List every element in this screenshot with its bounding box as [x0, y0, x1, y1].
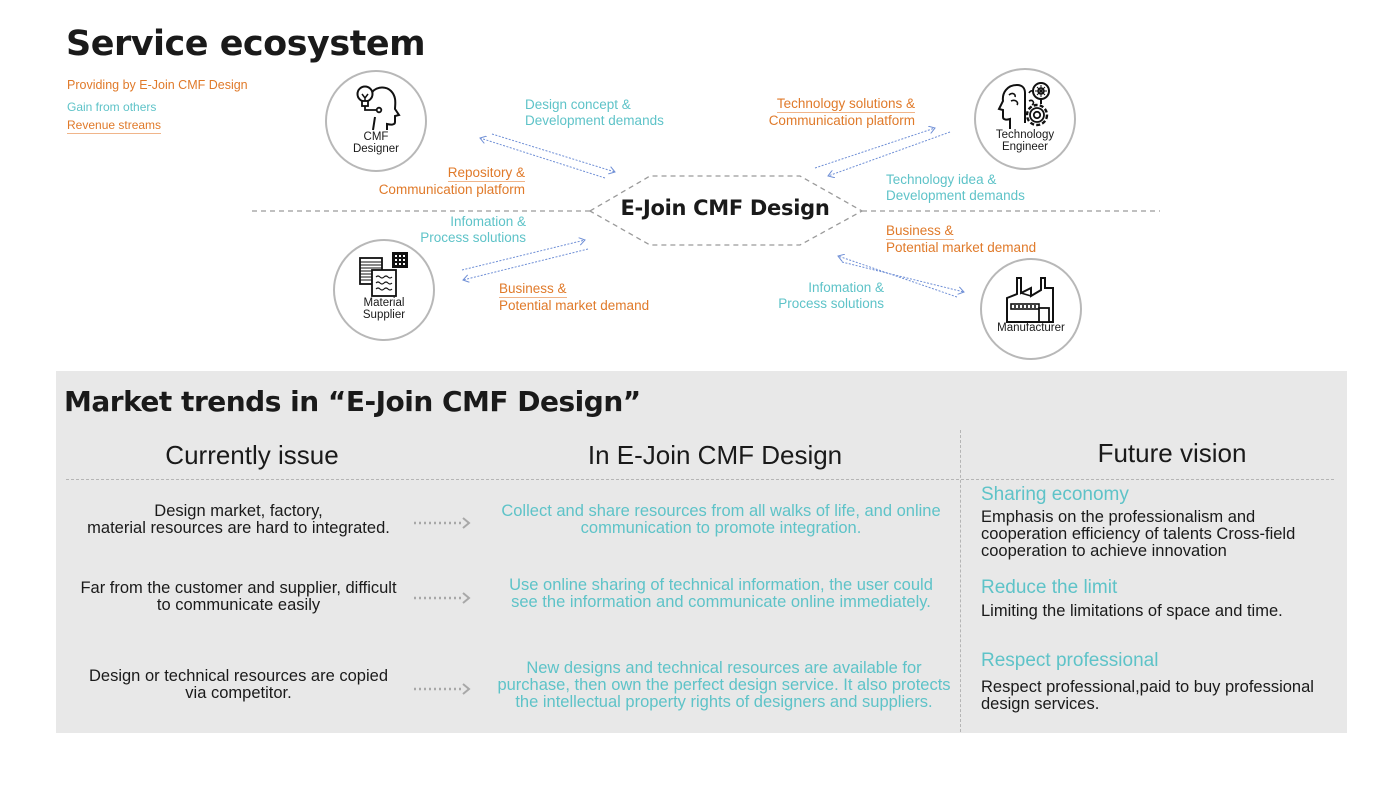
node-label: Manufacturer [997, 322, 1065, 334]
ecosystem-title: Service ecosystem [66, 24, 426, 64]
flow-designer-provide: Repository & Communication platform [378, 165, 525, 197]
vision-body: Limiting the limitations of space and ti… [981, 602, 1283, 620]
vision-heading: Reduce the limit [981, 577, 1118, 598]
node-cmf-designer: CMF Designer [325, 70, 427, 172]
solution-text: New designs and technical resources are … [497, 659, 951, 711]
header-divider [66, 479, 1334, 480]
flow-engineer-provide: Technology solutions & Communication pla… [768, 96, 915, 128]
vision-heading: Respect professional [981, 650, 1159, 671]
column-header-future-vision: Future vision [1097, 438, 1247, 468]
node-label: CMF Designer [352, 131, 400, 155]
dotted-arrow-icon [414, 683, 471, 695]
node-material-supplier: Material Supplier [333, 239, 435, 341]
center-hub-label: E-Join CMF Design [620, 196, 830, 220]
column-header-current-issue: Currently issue [165, 440, 339, 470]
vision-heading: Sharing economy [981, 484, 1129, 505]
flow-engineer-gain: Technology idea & Development demands [886, 172, 1025, 203]
market-trends-title: Market trends in “E-Join CMF Design” [64, 385, 641, 418]
solution-text: Use online sharing of technical informat… [509, 576, 933, 611]
dotted-arrow-icon [414, 517, 471, 529]
flow-designer-gain: Design concept & Development demands [525, 97, 664, 128]
solution-text: Collect and share resources from all wal… [501, 502, 941, 537]
vision-body: Respect professional,paid to buy profess… [981, 678, 1314, 713]
legend-gain: Gain from others [67, 100, 157, 114]
node-manufacturer: Manufacturer [980, 258, 1082, 360]
arrow-engineer-in [828, 131, 951, 176]
material-swatches-icon [359, 252, 408, 297]
issue-text: Far from the customer and supplier, diff… [80, 579, 397, 614]
market-trends-panel [56, 371, 1347, 733]
head-gear-icon [997, 82, 1050, 129]
legend-providing: Providing by E-Join CMF Design [67, 78, 248, 92]
arrow-supplier-in [463, 248, 589, 280]
node-technology-engineer: Technology Engineer [974, 68, 1076, 170]
flow-manufacturer-revenue: Business & Potential market demand [886, 223, 1037, 255]
column-header-ejoin: In E-Join CMF Design [587, 440, 843, 470]
flow-supplier-revenue: Business & Potential market demand [499, 281, 650, 313]
column-divider [960, 430, 961, 732]
head-lightbulb-icon [356, 85, 401, 131]
issue-text: Design or technical resources are copied… [89, 667, 388, 702]
vision-body: Emphasis on the professionalism and coop… [981, 508, 1296, 560]
node-label: Material Supplier [362, 297, 406, 321]
flow-supplier-gain: Infomation & Process solutions [420, 214, 526, 245]
legend-revenue: Revenue streams [67, 118, 162, 134]
dotted-arrow-icon [414, 592, 471, 604]
arrow-engineer-out [814, 128, 935, 169]
factory-icon [1006, 277, 1054, 323]
flow-manufacturer-gain: Infomation & Process solutions [778, 280, 884, 311]
node-label: Technology Engineer [995, 129, 1055, 153]
issue-text: Design market, factory, material resourc… [87, 502, 390, 537]
